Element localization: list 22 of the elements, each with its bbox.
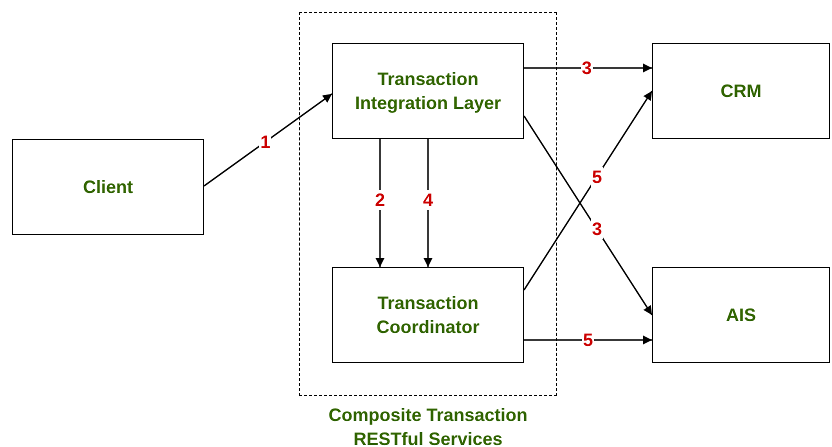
arrow [524, 63, 652, 72]
arrow [524, 335, 652, 344]
box-label: Transaction Coordinator [376, 292, 480, 339]
process-box [332, 43, 524, 139]
group-caption: Composite Transaction RESTful Services [327, 404, 529, 447]
edge-label: 3 [590, 219, 603, 240]
arrow [523, 90, 653, 290]
process-box [652, 43, 830, 139]
box-label: Transaction Integration Layer [354, 68, 502, 115]
arrow [376, 139, 384, 267]
edge-label: 4 [422, 190, 434, 210]
arrow [204, 93, 332, 187]
process-box [652, 267, 830, 363]
process-box [12, 139, 204, 235]
edge-label: 2 [374, 190, 386, 210]
process-box [332, 267, 524, 363]
box-label: CRM [720, 80, 762, 103]
box-label: AIS [726, 304, 756, 327]
box-label: Client [82, 176, 133, 199]
arrow [523, 116, 653, 316]
arrow [424, 139, 432, 267]
edge-label: 5 [590, 166, 603, 187]
